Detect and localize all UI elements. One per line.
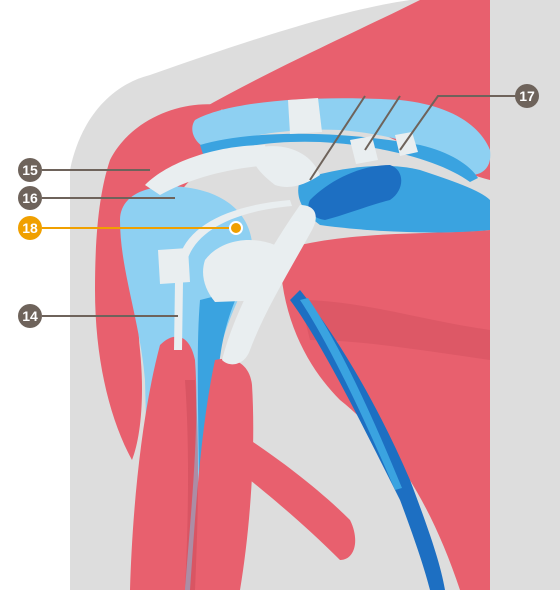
conjoined-tendon xyxy=(222,205,316,365)
leader-line-17-c xyxy=(309,95,366,181)
marker-15-label: 15 xyxy=(22,162,38,178)
subscapularis-band xyxy=(290,290,445,590)
marker-17: 17 xyxy=(515,84,539,108)
marker-17-label: 17 xyxy=(519,88,535,104)
coracohumeral-ligament xyxy=(250,146,320,187)
pectoral-muscle xyxy=(280,230,490,590)
marker-18: 18 xyxy=(18,216,42,240)
deltoid-muscle xyxy=(95,104,230,460)
pectoral-muscle-shadow xyxy=(300,300,490,360)
leader-line-18-end-dot xyxy=(229,221,243,235)
biceps-shadow xyxy=(185,380,199,590)
marker-16: 16 xyxy=(18,186,42,210)
clavicle-bone xyxy=(192,98,491,175)
leader-line-17-b xyxy=(364,95,401,151)
biceps-long-head-tendon xyxy=(174,282,183,350)
coracoclavicular-ligament-a xyxy=(350,136,378,164)
coracoid-process xyxy=(308,165,402,220)
transverse-humeral-ligament xyxy=(158,248,190,284)
coracobrachialis-muscle xyxy=(250,440,356,560)
biceps-long-head xyxy=(130,336,197,590)
biceps-short-head xyxy=(190,358,254,590)
coracoacromial-ligament xyxy=(145,145,270,195)
marker-14-label: 14 xyxy=(22,308,38,324)
leader-line-17 xyxy=(399,95,518,151)
subscapularis-band-light xyxy=(300,298,402,490)
acromioclavicular-ligament xyxy=(288,98,322,134)
marker-18-label: 18 xyxy=(22,220,38,236)
marker-16-label: 16 xyxy=(22,190,38,206)
marker-14: 14 xyxy=(18,304,42,328)
marker-15: 15 xyxy=(18,158,42,182)
